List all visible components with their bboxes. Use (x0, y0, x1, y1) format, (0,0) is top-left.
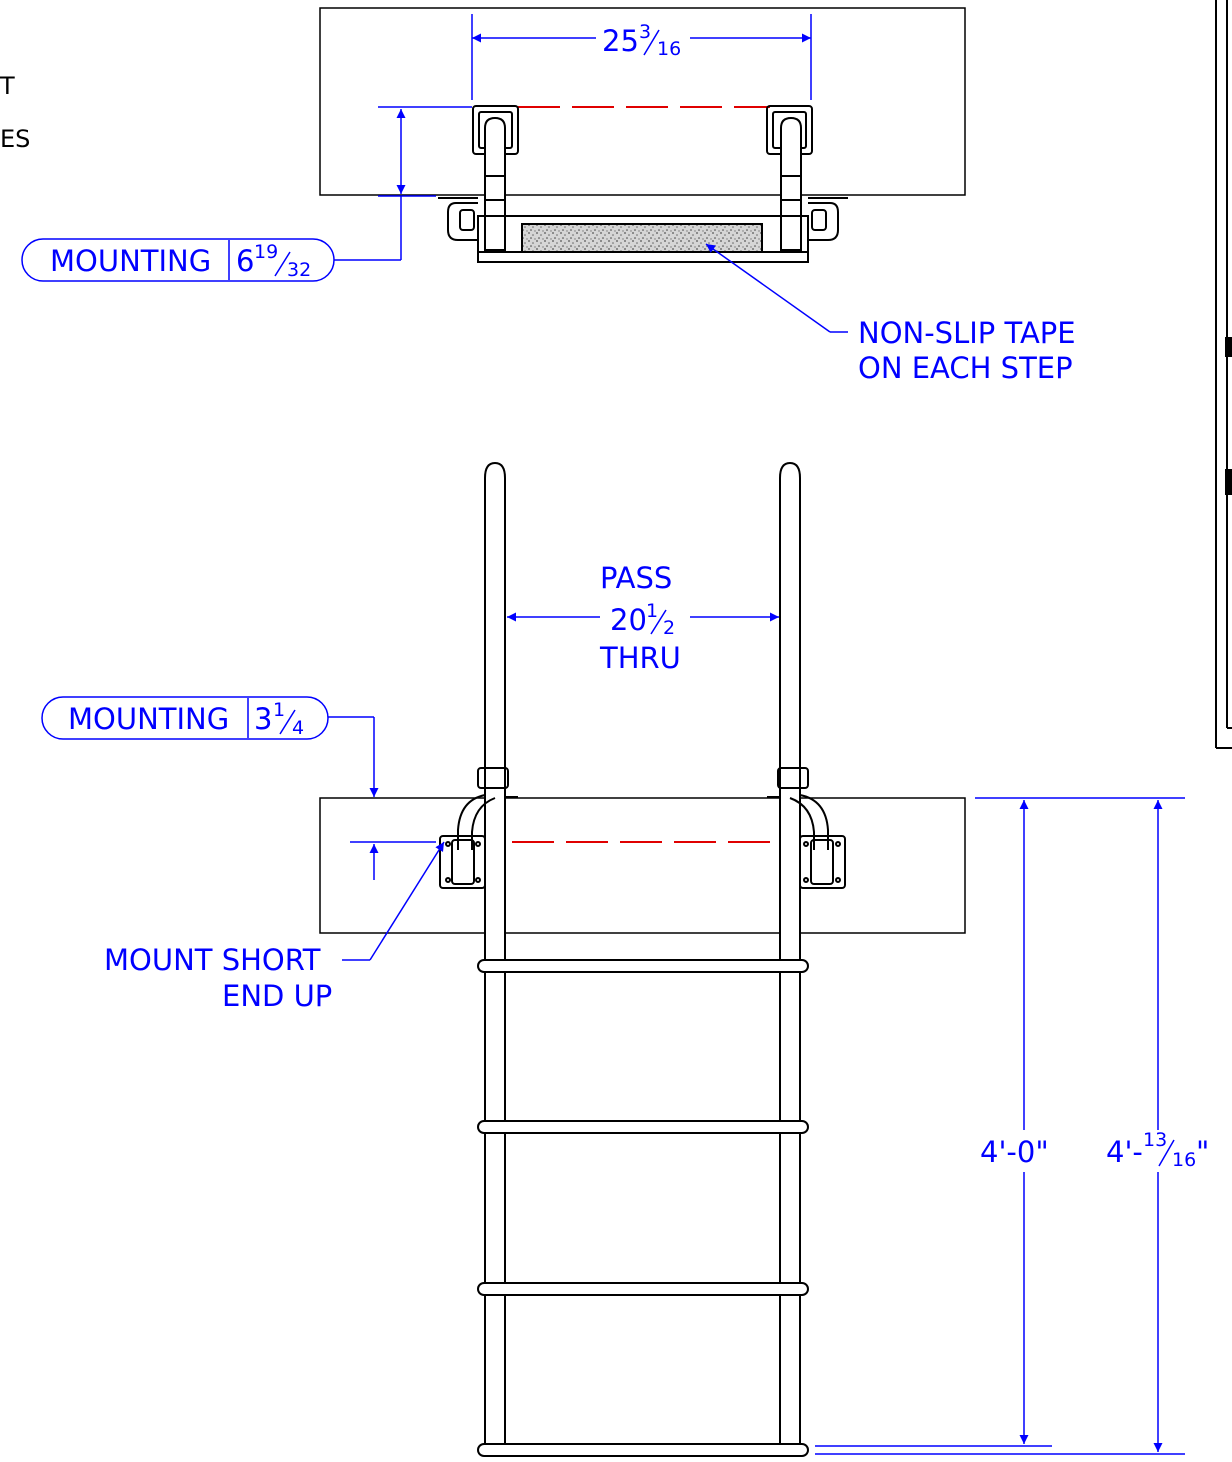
tape-callout-line2: ON EACH STEP (858, 351, 1073, 385)
mounting-top-num: 19 (254, 241, 278, 263)
dim-overall-width-num: 3 (639, 21, 651, 43)
left-handrail (477, 461, 509, 1449)
mounting-top-whole: 6 (236, 244, 254, 278)
note-fragment-1: T (0, 72, 15, 100)
mounting-top-den: 32 (287, 259, 311, 281)
dim-overall-width-den: 16 (657, 38, 681, 60)
height-2-suffix: " (1196, 1135, 1209, 1169)
front-right-bracket (767, 794, 846, 889)
mounting-label-front: MOUNTING (68, 702, 229, 736)
mount-note-line2: END UP (222, 979, 332, 1013)
height-2-prefix: 4'- (1106, 1135, 1143, 1169)
note-fragment-2: ES (0, 125, 30, 153)
pass-line3: THRU (599, 641, 681, 675)
mounting-front-den: 4 (292, 717, 304, 739)
tape-callout: NON-SLIP TAPE ON EACH STEP (705, 243, 1076, 385)
dim-heights: 4'-0" 4'- 13 16 " (815, 797, 1209, 1455)
dim-overall-width: 25 3 16 (471, 14, 812, 100)
dim-pass-width: PASS 20 1 2 THRU (507, 561, 779, 675)
rung-1 (477, 959, 809, 973)
pass-den: 2 (663, 617, 675, 639)
top-view: 25 3 16 MOUNTING 6 19 32 NON-SLIP TAPE O… (21, 7, 1076, 385)
mount-note: MOUNT SHORT END UP (104, 841, 445, 1013)
front-left-bracket (439, 794, 518, 889)
top-right-bracket (766, 105, 813, 251)
pass-num: 1 (646, 600, 658, 622)
top-mounting-callout: MOUNTING 6 19 32 (21, 106, 472, 282)
height-2-num: 13 (1143, 1129, 1167, 1151)
front-mounting-callout: MOUNTING 3 1 4 (41, 696, 436, 880)
mounting-front-num: 1 (273, 699, 285, 721)
mounting-label-top: MOUNTING (50, 244, 211, 278)
mount-note-line1: MOUNT SHORT (104, 943, 321, 977)
mounting-front-whole: 3 (254, 702, 272, 736)
right-handrail (777, 461, 809, 1449)
pass-whole: 20 (610, 603, 647, 637)
rung-4 (477, 1443, 809, 1457)
non-slip-tape (521, 223, 763, 253)
front-deck-outline (319, 797, 966, 934)
top-deck-outline (319, 7, 966, 196)
title-block-edge (1215, 0, 1232, 749)
height-2-den: 16 (1172, 1149, 1196, 1171)
top-left-bracket (472, 105, 519, 251)
front-view: PASS 20 1 2 THRU MOUNTING 3 1 4 MOUNT SH… (41, 461, 1209, 1457)
rung-2 (477, 1120, 809, 1134)
dim-overall-width-whole: 25 (602, 24, 639, 58)
ladder-rungs (477, 959, 809, 1457)
tape-callout-line1: NON-SLIP TAPE (858, 316, 1076, 350)
pass-line1: PASS (600, 561, 672, 595)
height-1: 4'-0" (980, 1135, 1049, 1169)
rung-3 (477, 1282, 809, 1296)
mounting-badge-front (41, 696, 329, 740)
mounting-badge-top (21, 238, 335, 282)
